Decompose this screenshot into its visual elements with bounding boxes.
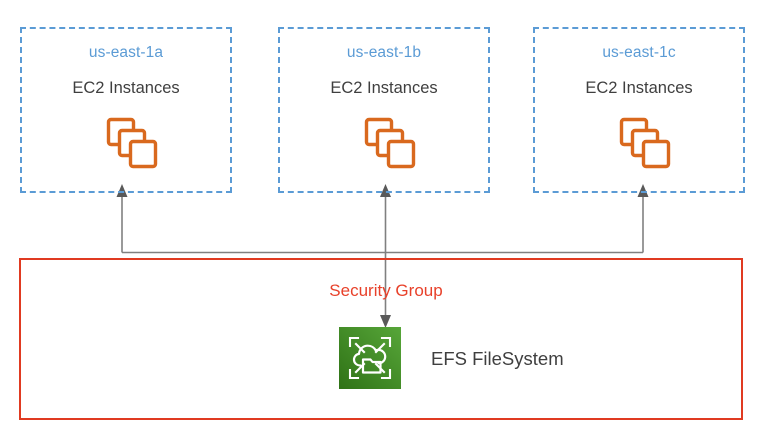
availability-zone-box-1c[interactable]: us-east-1c EC2 Instances (533, 27, 745, 193)
ec2-instances-icon-1b[interactable] (364, 117, 420, 169)
ec2-instances-icon-1a[interactable] (106, 117, 162, 169)
efs-filesystem-icon[interactable] (339, 327, 401, 389)
efs-filesystem-label: EFS FileSystem (431, 348, 564, 369)
availability-zone-box-1b[interactable]: us-east-1b EC2 Instances (278, 27, 490, 193)
availability-zone-label-1c: us-east-1c (602, 44, 676, 61)
ec2-instances-label-1c: EC2 Instances (585, 79, 693, 97)
ec2-instances-icon-1c[interactable] (619, 117, 675, 169)
availability-zone-box-1a[interactable]: us-east-1a EC2 Instances (20, 27, 232, 193)
ec2-instances-label-1b: EC2 Instances (330, 79, 438, 97)
security-group-label: Security Group (329, 281, 443, 300)
ec2-instances-label-1a: EC2 Instances (72, 79, 180, 97)
security-group-box[interactable] (19, 258, 743, 420)
availability-zone-label-1b: us-east-1b (346, 44, 422, 61)
availability-zone-label-1a: us-east-1a (88, 44, 164, 61)
